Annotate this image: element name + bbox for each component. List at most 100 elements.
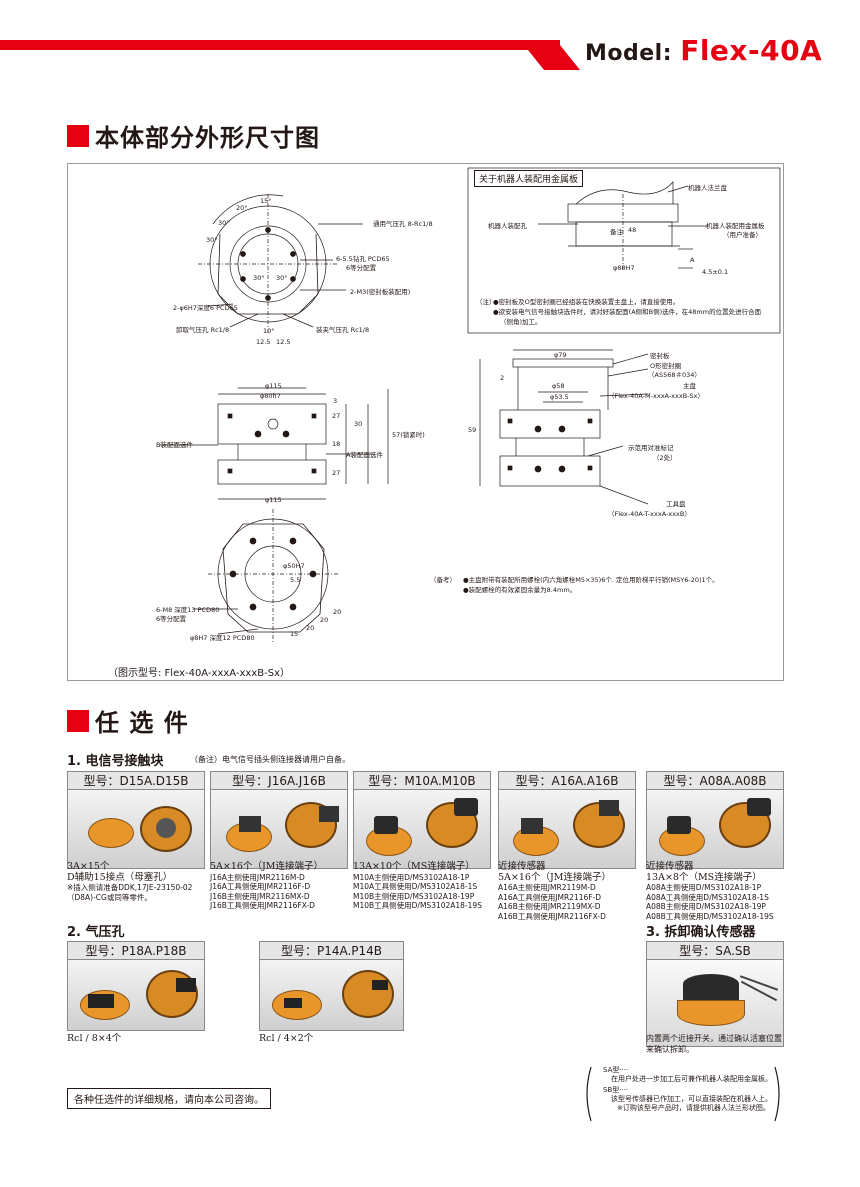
dimension-drawing-frame: 通用气压孔 8-Rc1/8 6-5.5钻孔 PCD65 6等分配置 2-M3(密…: [67, 163, 784, 681]
label-d79: φ79: [554, 351, 567, 359]
option-model-label: 型号：M10A.M10B: [353, 771, 491, 789]
label-seal: 密封板: [650, 352, 670, 360]
label-dim-125b: 12.5: [276, 338, 291, 346]
label-d20c: 20: [333, 608, 342, 616]
sensor-desc: 内置两个近接开关，通过确认活塞位置 来确认拆卸。: [646, 1034, 782, 1054]
label-d57: 57(锁紧时): [392, 431, 425, 439]
product-photo: [498, 789, 636, 869]
label-d115b: φ115: [265, 496, 282, 504]
option-desc-m10: 13A×10个（MS连接端子） M10A主侧使用D/MS3102A18-1P M…: [353, 861, 482, 910]
label-d18: 18: [332, 440, 341, 448]
header-red-rule: [0, 40, 560, 50]
label-robot-hole: 机器人装配孔: [488, 222, 527, 230]
label-a-mark: A: [690, 256, 695, 264]
label-tool-code: （Flex-40A-T-xxxA-xxxB）: [608, 510, 691, 518]
signal-note: （备注）电气信号插头侧连接器请用户自备。: [190, 755, 350, 764]
product-photo: [646, 789, 784, 869]
tool-side-body: [217, 459, 327, 485]
label-d55: 5.5: [290, 576, 301, 584]
label-d45: 4.5±0.1: [702, 268, 729, 276]
label-pin8: φ8H7 深度12 PCD80: [190, 634, 255, 642]
label-d48: 48: [628, 226, 637, 234]
tool-plate: [499, 455, 601, 487]
master-side-body: [217, 403, 327, 445]
sa-sb-note: SA型···· 在用户处进一步加工后可兼作机器人装配用金属板。 SB型···· …: [583, 1063, 783, 1125]
option-model-label: 型号：P14A.P14B: [259, 941, 404, 959]
label-plate-sub: （用户准备）: [723, 231, 762, 239]
sb-text-1: 该型号传感器已作加工，可以直接装配在机器人上。: [611, 1095, 772, 1103]
sb-label: SB型····: [603, 1086, 629, 1094]
product-photo: [259, 959, 404, 1031]
label-d15: 15: [290, 630, 299, 638]
label-d58: φ58: [552, 382, 565, 390]
option-model-label: 型号：SA.SB: [646, 941, 784, 959]
label-angle-30c: 30°: [253, 274, 265, 282]
option-model-label: 型号：A08A.A08B: [646, 771, 784, 789]
label-drill: 6-5.5钻孔 PCD65: [336, 255, 390, 263]
sensor-title: 3. 拆卸确认传感器: [646, 925, 756, 940]
label-d59: 59: [468, 426, 477, 434]
label-pin: 2-φ6H7深度6 PCD65: [173, 304, 238, 312]
label-angle-20: 20°: [236, 204, 248, 212]
product-photo: [353, 789, 491, 869]
label-dim-125a: 12.5: [256, 338, 271, 346]
label-oring-code: （AS568＃034）: [648, 371, 701, 379]
label-d30: 30: [354, 420, 363, 428]
label-flange: 机器人法兰盘: [688, 184, 727, 192]
option-desc-a16: 近接传感器 5A×16个（JM连接端子） A16A主侧使用JMR2119M-D …: [498, 861, 611, 921]
product-photo: [67, 959, 205, 1031]
label-tool: 工具盘: [666, 500, 686, 508]
option-desc-p18: Rcl / 8×4个: [67, 1033, 122, 1044]
robot-plate-detail-box: [467, 167, 781, 334]
option-desc-a08: 近接传感器 13A×8个（MS连接端子） A08A主侧使用D/MS3102A18…: [646, 861, 774, 921]
label-m8-sub: 6等分配置: [156, 615, 187, 623]
label-plate: 机器人装配用金属板: [706, 222, 765, 230]
red-square-marker: [67, 709, 89, 732]
label-master: 主盘: [683, 382, 696, 390]
label-angle-10: 10°: [263, 327, 275, 335]
product-photo: [646, 959, 784, 1047]
option-model-label: 型号：J16A.J16B: [210, 771, 348, 789]
label-angle-30d: 30°: [276, 274, 288, 282]
remark-label: （备考）: [430, 576, 456, 584]
section-title: 本体部分外形尺寸图: [95, 124, 320, 152]
label-d3: 3: [333, 397, 338, 405]
label-d115a: φ115: [265, 382, 282, 390]
seal-plate: [512, 358, 614, 368]
label-d535: φ53.5: [550, 393, 569, 401]
air-title: 2. 气压孔: [67, 925, 125, 940]
option-card-a08: 型号：A08A.A08B: [646, 771, 784, 869]
label-d27a: 27: [332, 412, 341, 420]
label-m3: 2-M3(密封板装配用): [350, 288, 411, 296]
note-line-3: （侧角)加工。: [500, 318, 542, 326]
label-master-code: （Flex-40A-M-xxxA-xxxB-Sx）: [608, 392, 705, 400]
option-card-p14: 型号：P14A.P14B: [259, 941, 404, 1031]
remark-line-1: ●主盘附带有装配所用螺栓(内六角螺栓M5×35)6个. 定位用阶梯平行销(MSY…: [463, 576, 719, 584]
label-b-side: B装配面选件: [156, 441, 193, 449]
remark-line-2: ●装配螺栓的有效紧固余量为8.4mm。: [463, 586, 577, 594]
sa-label: SA型····: [603, 1066, 629, 1074]
label-angle-30a: 30°: [218, 219, 230, 227]
label-mark: 示范用对准标记: [628, 444, 674, 452]
label-m8: 6-M8 深度13 PCD80: [156, 606, 220, 614]
label-d80h7: φ80h7: [260, 392, 281, 400]
model-prefix: Model:: [585, 41, 673, 66]
option-card-a16: 型号：A16A.A16B: [498, 771, 636, 869]
red-square-marker: [67, 124, 89, 147]
label-ref-mark: 备注: [610, 228, 623, 236]
label-air-port: 通用气压孔 8-Rc1/8: [373, 220, 433, 228]
label-clamp: 装夹气压孔 Rc1/8: [316, 326, 370, 334]
note-line-2: ●欲安装电气信号接触块选件时，请对好装配面(A侧和B侧)选件，在48mm的位置处…: [493, 308, 762, 316]
section-dimensions-heading: 本体部分外形尺寸图: [67, 118, 320, 153]
option-desc-j16: 5A×16个（JM连接端子） J16A主侧使用JMR2116M-D J16A工具…: [210, 861, 323, 910]
option-card-sa: 型号：SA.SB: [646, 941, 784, 1047]
label-d20b: 20: [320, 616, 329, 624]
model-name: Flex-40A: [680, 34, 823, 67]
section-title: 任 选 件: [95, 709, 189, 737]
option-card-p18: 型号：P18A.P18B: [67, 941, 205, 1031]
label-mark-sub: （2处）: [653, 454, 677, 462]
label-d20a: 20: [306, 624, 315, 632]
note-label: （注）: [476, 298, 496, 306]
product-photo: [67, 789, 205, 869]
option-card-m10: 型号：M10A.M10B: [353, 771, 491, 869]
